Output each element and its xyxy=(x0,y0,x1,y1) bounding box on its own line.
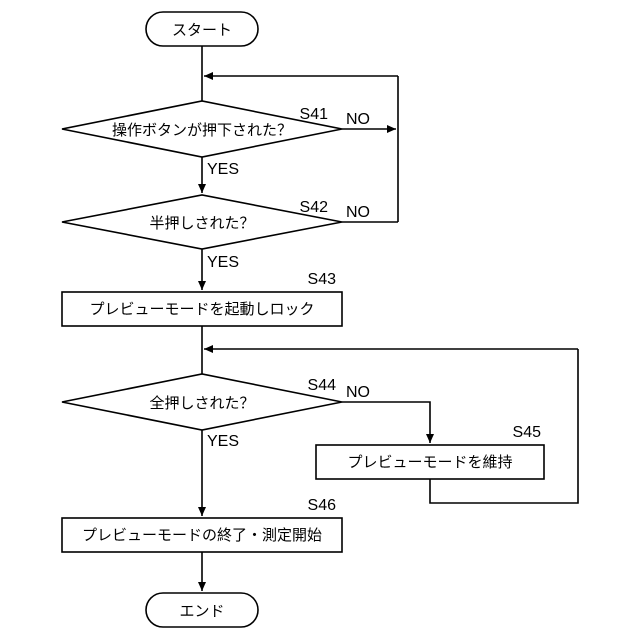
s43-text: プレビューモードを起動しロック xyxy=(89,300,314,318)
s45-process: プレビューモードを維持 xyxy=(316,445,544,479)
start-label: スタート xyxy=(172,21,232,39)
s44-yes-label: YES xyxy=(207,433,239,450)
s44-decision: 全押しされた？ xyxy=(62,374,342,430)
s46-process: プレビューモードの終了・測定開始 xyxy=(62,518,342,552)
s44-question: 全押しされた？ xyxy=(149,394,254,412)
s45-step-label: S45 xyxy=(513,424,542,441)
s41-no-label: NO xyxy=(346,111,370,128)
s46-text: プレビューモードの終了・測定開始 xyxy=(82,526,322,544)
connector-s45-loop xyxy=(430,349,578,503)
s44-no-label: NO xyxy=(346,384,370,401)
end-label: エンド xyxy=(179,602,224,620)
s43-step-label: S43 xyxy=(308,271,337,288)
s41-question: 操作ボタンが押下された？ xyxy=(112,121,292,139)
s45-text: プレビューモードを維持 xyxy=(347,453,512,471)
end-terminal: エンド xyxy=(146,593,258,627)
s42-yes-label: YES xyxy=(207,254,239,271)
start-terminal: スタート xyxy=(146,12,258,46)
s42-step-label: S42 xyxy=(300,199,329,216)
s41-yes-label: YES xyxy=(207,161,239,178)
s44-step-label: S44 xyxy=(308,377,337,394)
s42-question: 半押しされた？ xyxy=(149,214,254,232)
s43-process: プレビューモードを起動しロック xyxy=(62,292,342,326)
connector-s44-no xyxy=(342,402,430,443)
s42-no-label: NO xyxy=(346,204,370,221)
s46-step-label: S46 xyxy=(308,497,337,514)
s41-step-label: S41 xyxy=(300,106,329,123)
